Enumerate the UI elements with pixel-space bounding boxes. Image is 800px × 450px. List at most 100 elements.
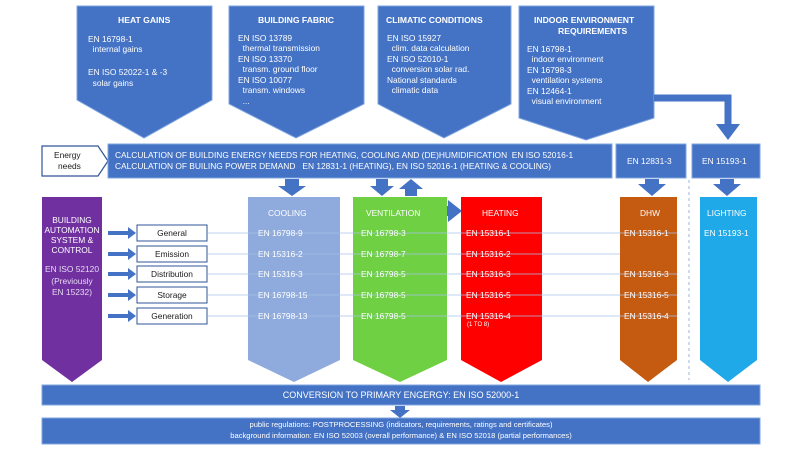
automation-line-3: SYSTEM & (50, 235, 94, 245)
heat-gains-box (76, 5, 213, 139)
energy-needs-line-2: CALCULATION OF BUILING POWER DEMAND EN 1… (115, 161, 552, 171)
arrow-distribution (108, 268, 136, 280)
heat-gains-line-4: EN ISO 52022-1 & -3 (88, 67, 168, 77)
energy-needs-bar (107, 143, 613, 179)
climatic-conditions-title: CLIMATIC CONDITIONS (386, 15, 483, 25)
en-15193-1-label: EN 15193-1 (702, 156, 747, 166)
heating-emission: EN 15316-2 (466, 249, 511, 259)
indoor-environment-box (518, 5, 655, 141)
building-fabric-box (228, 5, 365, 139)
dhw-storage: EN 15316-5 (624, 290, 669, 300)
lighting-general: EN 15193-1 (704, 228, 749, 238)
cooling-generation: EN 16798-13 (258, 311, 308, 321)
indoor-line-2: indoor environment (527, 54, 604, 64)
indoor-to-lighting-arrow (654, 94, 732, 127)
arrow-generation (108, 310, 136, 322)
arrow-storage (108, 289, 136, 301)
automation-box (42, 197, 102, 382)
energy-needs-label-2: needs (58, 161, 81, 171)
heat-gains-line-2: internal gains (88, 44, 143, 54)
lighting-column (700, 197, 757, 382)
dhw-column (620, 197, 677, 382)
arrow-to-bottom (390, 406, 410, 418)
building-fabric-line-4: transm. ground floor (238, 64, 318, 74)
ventilation-general: EN 16798-3 (361, 228, 406, 238)
dhw-generation: EN 15316-4 (624, 311, 669, 321)
ventilation-storage: EN 16798-5 (361, 290, 406, 300)
ventilation-to-heating-arrow (446, 200, 462, 222)
arrow-to-dhw (638, 179, 666, 196)
automation-line-4: CONTROL (51, 245, 93, 255)
heating-column (461, 197, 542, 382)
building-fabric-line-5: EN ISO 10077 (238, 75, 293, 85)
climatic-line-2: clim. data calculation (387, 43, 470, 53)
arrow-to-ventilation (370, 179, 394, 196)
climatic-conditions-box (377, 5, 512, 139)
automation-line-2: AUTOMATION (44, 225, 100, 235)
ventilation-generation: EN 16798-5 (361, 311, 406, 321)
climatic-line-4: conversion solar rad. (387, 64, 470, 74)
indoor-to-lighting-arrowhead (716, 124, 740, 140)
row-box-generation (136, 307, 208, 325)
indoor-title-line-2: REQUIREMENTS (558, 26, 628, 36)
heating-title: HEATING (482, 208, 519, 218)
row-label-storage: Storage (157, 290, 187, 300)
postprocessing-bar (41, 417, 761, 445)
ventilation-emission: EN 16798-7 (361, 249, 406, 259)
heating-generation: EN 15316-4 (466, 311, 511, 321)
heating-general: EN 15316-1 (466, 228, 511, 238)
postprocessing-line-1: public regulations: POSTPROCESSING (indi… (249, 420, 553, 429)
cooling-emission: EN 15316-2 (258, 249, 303, 259)
building-fabric-line-2: thermal transmission (238, 43, 320, 53)
climatic-line-3: EN ISO 52010-1 (387, 54, 449, 64)
ventilation-title: VENTILATION (366, 208, 421, 218)
heat-gains-line-5: solar gains (88, 78, 134, 88)
building-fabric-line-1: EN ISO 13789 (238, 33, 293, 43)
dhw-general: EN 15316-1 (624, 228, 669, 238)
lighting-title: LIGHTING (707, 208, 747, 218)
energy-needs-arrow-box (41, 145, 109, 177)
arrow-to-cooling (278, 179, 306, 196)
indoor-line-4: ventilation systems (527, 75, 603, 85)
climatic-line-6: climatic data (387, 85, 439, 95)
row-box-emission (136, 245, 208, 263)
arrow-to-lighting (713, 179, 741, 196)
row-box-general (136, 224, 208, 242)
indoor-line-5: EN 12464-1 (527, 86, 572, 96)
heating-generation-note: (1 TO 8) (467, 322, 490, 328)
building-fabric-line-3: EN ISO 13370 (238, 54, 293, 64)
row-label-general: General (157, 228, 187, 238)
conversion-bar (41, 384, 761, 406)
conversion-label: CONVERSION TO PRIMARY ENGERGY: EN ISO 52… (282, 390, 520, 400)
indoor-line-1: EN 16798-1 (527, 44, 572, 54)
heat-gains-line-1: EN 16798-1 (88, 34, 133, 44)
cooling-general: EN 16798-9 (258, 228, 303, 238)
cooling-storage: EN 16798-15 (258, 290, 308, 300)
row-label-emission: Emission (155, 249, 189, 259)
arrow-from-ventilation (399, 179, 423, 196)
ventilation-distribution: EN 16798-5 (361, 269, 406, 279)
row-box-storage (136, 286, 208, 304)
automation-prev-2: EN 15232) (51, 287, 93, 297)
heat-gains-title: HEAT GAINS (118, 15, 171, 25)
ventilation-column (353, 197, 447, 382)
cooling-distribution: EN 15316-3 (258, 269, 303, 279)
automation-prev-1: (Previously (51, 276, 93, 286)
cooling-title: COOLING (268, 208, 307, 218)
building-fabric-line-7: ... (238, 96, 250, 106)
heating-storage: EN 15316-5 (466, 290, 511, 300)
energy-needs-line-1: CALCULATION OF BUILDING ENERGY NEEDS FOR… (115, 150, 574, 160)
climatic-line-5: National standards (387, 75, 457, 85)
indoor-line-3: EN 16798-3 (527, 65, 572, 75)
indoor-line-6: visual environment (527, 96, 602, 106)
dhw-distribution: EN 15316-3 (624, 269, 669, 279)
en-12831-3-label: EN 12831-3 (627, 156, 672, 166)
arrow-emission (108, 248, 136, 260)
row-label-generation: Generation (151, 311, 193, 321)
row-box-distribution (136, 265, 208, 283)
automation-line-1: BUILDING (52, 215, 92, 225)
heating-distribution: EN 15316-3 (466, 269, 511, 279)
climatic-line-1: EN ISO 15927 (387, 33, 442, 43)
dhw-title: DHW (640, 208, 661, 218)
cooling-column (248, 197, 340, 382)
